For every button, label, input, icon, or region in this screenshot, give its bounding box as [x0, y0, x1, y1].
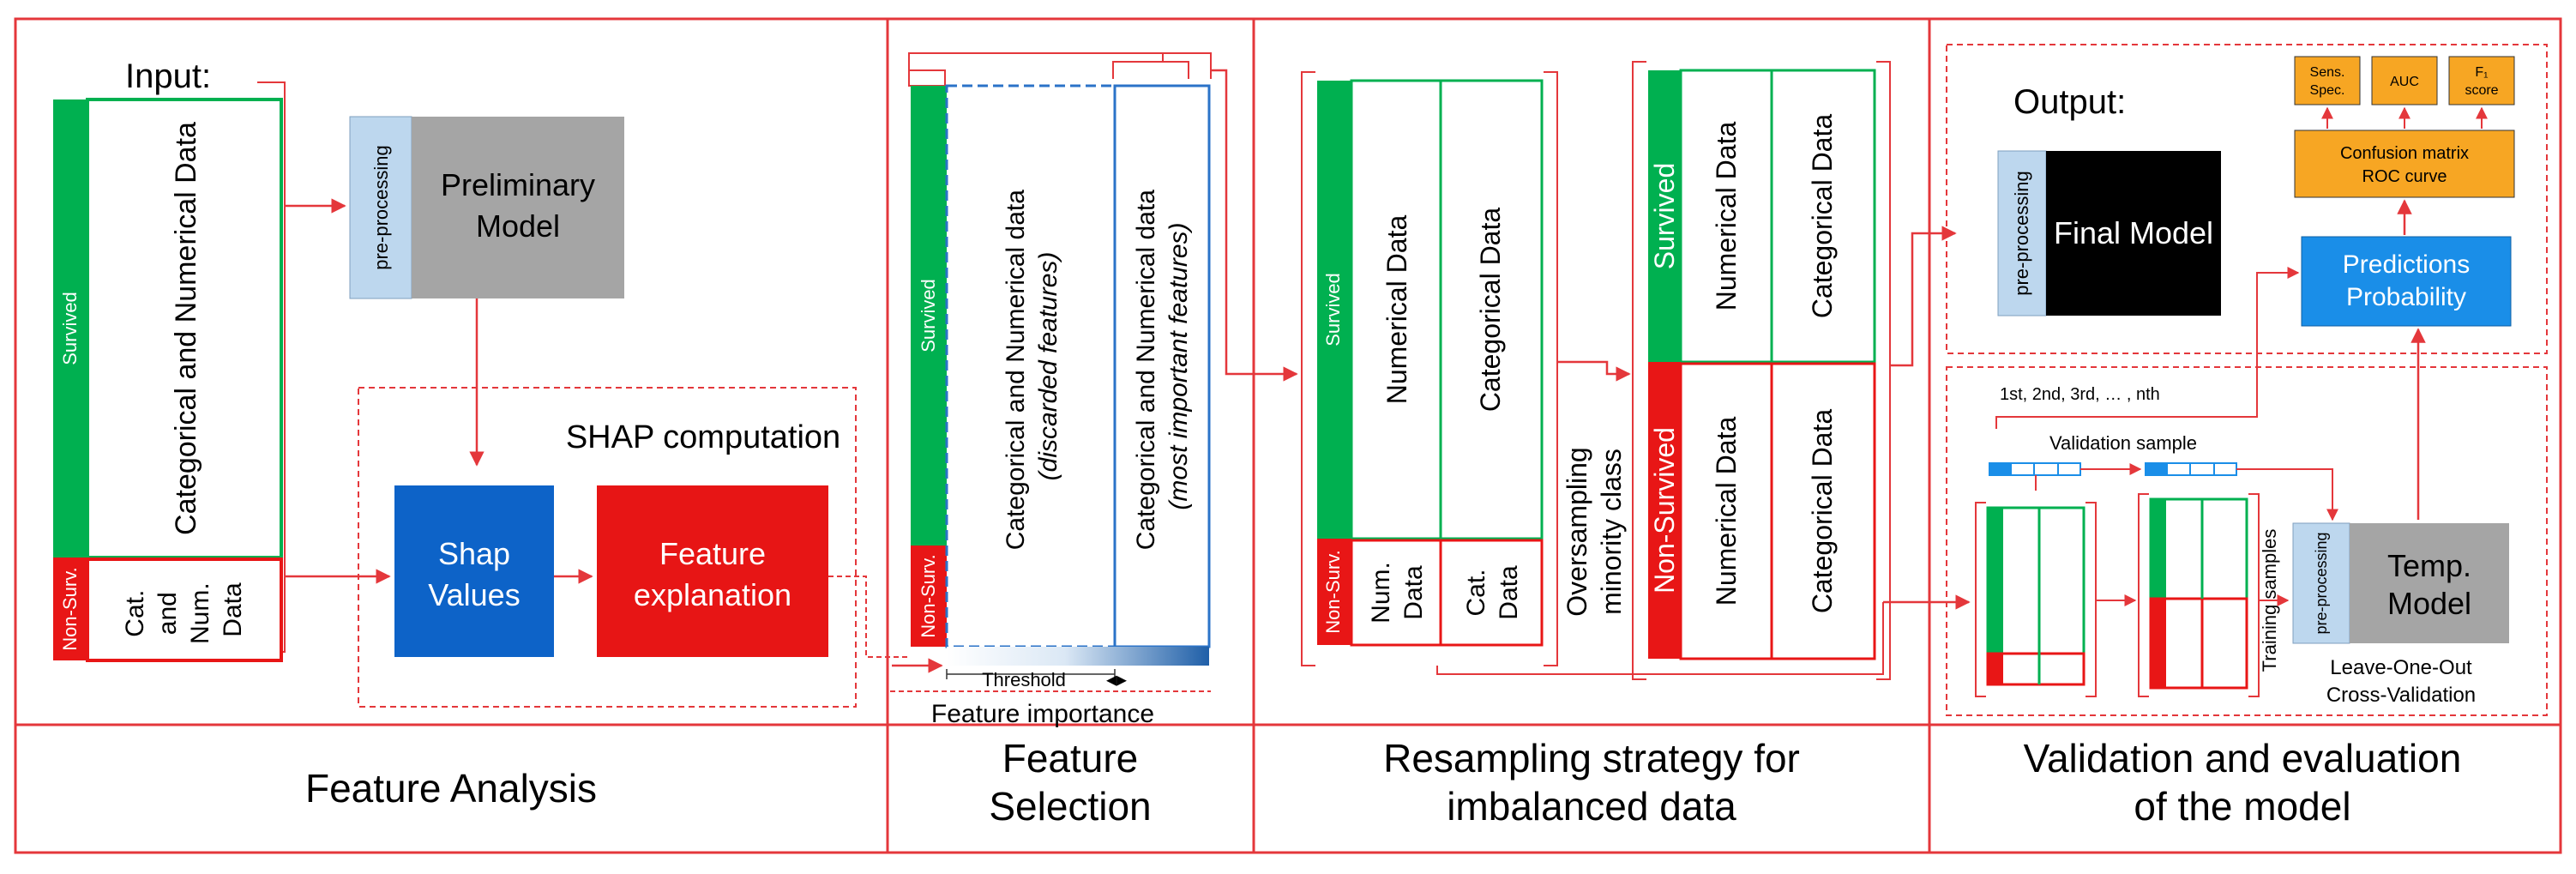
metric-sens-spec-box [2294, 56, 2361, 105]
oversampled-categorical-red-block [1770, 362, 1876, 660]
oversampled-numerical-red-block [1679, 362, 1773, 660]
oversampled-non-survived-bar [1648, 362, 1681, 659]
survived-bar [53, 99, 87, 558]
discarded-features-label: Categorical and Numerical data (discarde… [1002, 183, 1062, 551]
resampling-numerical-label: Numerical Data [1381, 215, 1412, 405]
oversampled-numerical-block [1679, 69, 1773, 364]
final-model-box [2046, 151, 2221, 316]
validation-sample-label: Validation sample [2049, 432, 2197, 454]
oversampled-survived-bar [1648, 70, 1681, 362]
validation-section: Output: pre-processing Final Model Sens.… [1946, 44, 2548, 716]
section-title-feature-analysis: Feature Analysis [305, 766, 597, 811]
confusion-matrix-box [2294, 130, 2515, 198]
cat-num-data-small-block [86, 558, 283, 662]
main-data-label: Categorical and Numerical Data [170, 122, 202, 535]
loocv-dashed-box [1946, 366, 2548, 716]
oversampled-survived-label: Survived [1649, 163, 1680, 270]
metric-auc-label: AUC [2390, 75, 2419, 89]
selection-non-surv-label: Non-Surv. [918, 554, 939, 637]
oversampled-numerical-red-label: Numerical Data [1711, 417, 1742, 606]
resampling-numerical-block [1350, 79, 1442, 540]
validation-sample-bar-2 [2145, 462, 2237, 476]
cat-num-data-small-label: Cat. and Num. Data [121, 576, 247, 644]
resampling-cat-small-block [1439, 539, 1544, 647]
resampling-survived-bar [1317, 81, 1351, 539]
shap-computation-box [358, 387, 857, 708]
feature-analysis-section: Input: Survived Categorical and Numerica… [53, 57, 943, 708]
resampling-cat-small-label: Cat.Data [1462, 565, 1523, 620]
oversampled-categorical-block [1770, 69, 1876, 364]
validation-sample-bar-1 [1989, 462, 2081, 476]
resampling-num-small-block [1350, 539, 1442, 647]
oversampled-non-survived-label: Non-Survived [1649, 427, 1680, 594]
shap-computation-label: SHAP computation [566, 419, 840, 455]
training-grid-2 [2149, 497, 2248, 690]
threshold-label: Threshold [982, 669, 1066, 690]
resampling-categorical-label: Categorical Data [1475, 208, 1506, 413]
discarded-features-block [945, 84, 1116, 648]
temp-model-label: Temp.Model [2387, 548, 2471, 621]
non-surv-bar [53, 558, 87, 660]
output-dashed-box [1946, 44, 2548, 354]
resampling-non-surv-bar [1317, 539, 1351, 645]
predictions-probability-box [2301, 236, 2512, 327]
preliminary-model-box [412, 117, 624, 298]
preprocessing-label: pre-processing [370, 145, 392, 270]
metric-auc-box [2371, 56, 2438, 105]
resampling-section: Survived Numerical Data Categorical Data… [1301, 61, 1971, 680]
preprocessing-box [349, 116, 412, 299]
feature-explanation-box [597, 485, 828, 657]
resampling-num-small-label: Num.Data [1367, 562, 1428, 624]
temp-preprocessing-label: pre-processing [2313, 532, 2330, 634]
iterations-label: 1st, 2nd, 3rd, … , nth [2000, 385, 2160, 404]
temp-model-box [2350, 523, 2509, 643]
final-model-label: Final Model [2054, 215, 2213, 250]
selection-non-surv-bar [911, 545, 947, 647]
important-features-block [1113, 84, 1211, 648]
resampling-non-surv-label: Non-Surv. [1322, 550, 1344, 633]
selection-survived-label: Survived [918, 279, 939, 353]
frame [14, 17, 2562, 854]
selection-survived-bar [911, 86, 947, 545]
training-grid-1 [1986, 506, 2085, 686]
metric-sens-spec-label: Sens.Spec. [2310, 65, 2345, 98]
important-features-label: Categorical and Numerical data (most imp… [1132, 183, 1193, 551]
oversampled-numerical-label: Numerical Data [1711, 122, 1742, 311]
oversampled-categorical-label: Categorical Data [1807, 114, 1838, 319]
feature-selection-section: Survived Non-Surv. Categorical and Numer… [890, 52, 1298, 728]
feature-importance-label: Feature importance [931, 700, 1154, 728]
resampling-categorical-block [1439, 79, 1544, 540]
shap-values-box [394, 485, 554, 657]
final-preprocessing-label: pre-processing [2011, 171, 2032, 296]
input-label: Input: [125, 57, 211, 95]
feature-importance-gradient [947, 647, 1209, 666]
resampling-survived-label: Survived [1322, 273, 1344, 347]
non-surv-label: Non-Surv. [59, 567, 81, 650]
oversampled-categorical-red-label: Categorical Data [1807, 409, 1838, 614]
metric-f1-box [2448, 56, 2515, 105]
output-label: Output: [2013, 83, 2126, 121]
threshold-arrows: ◂▸ [1106, 668, 1127, 691]
survived-label: Survived [59, 292, 81, 365]
